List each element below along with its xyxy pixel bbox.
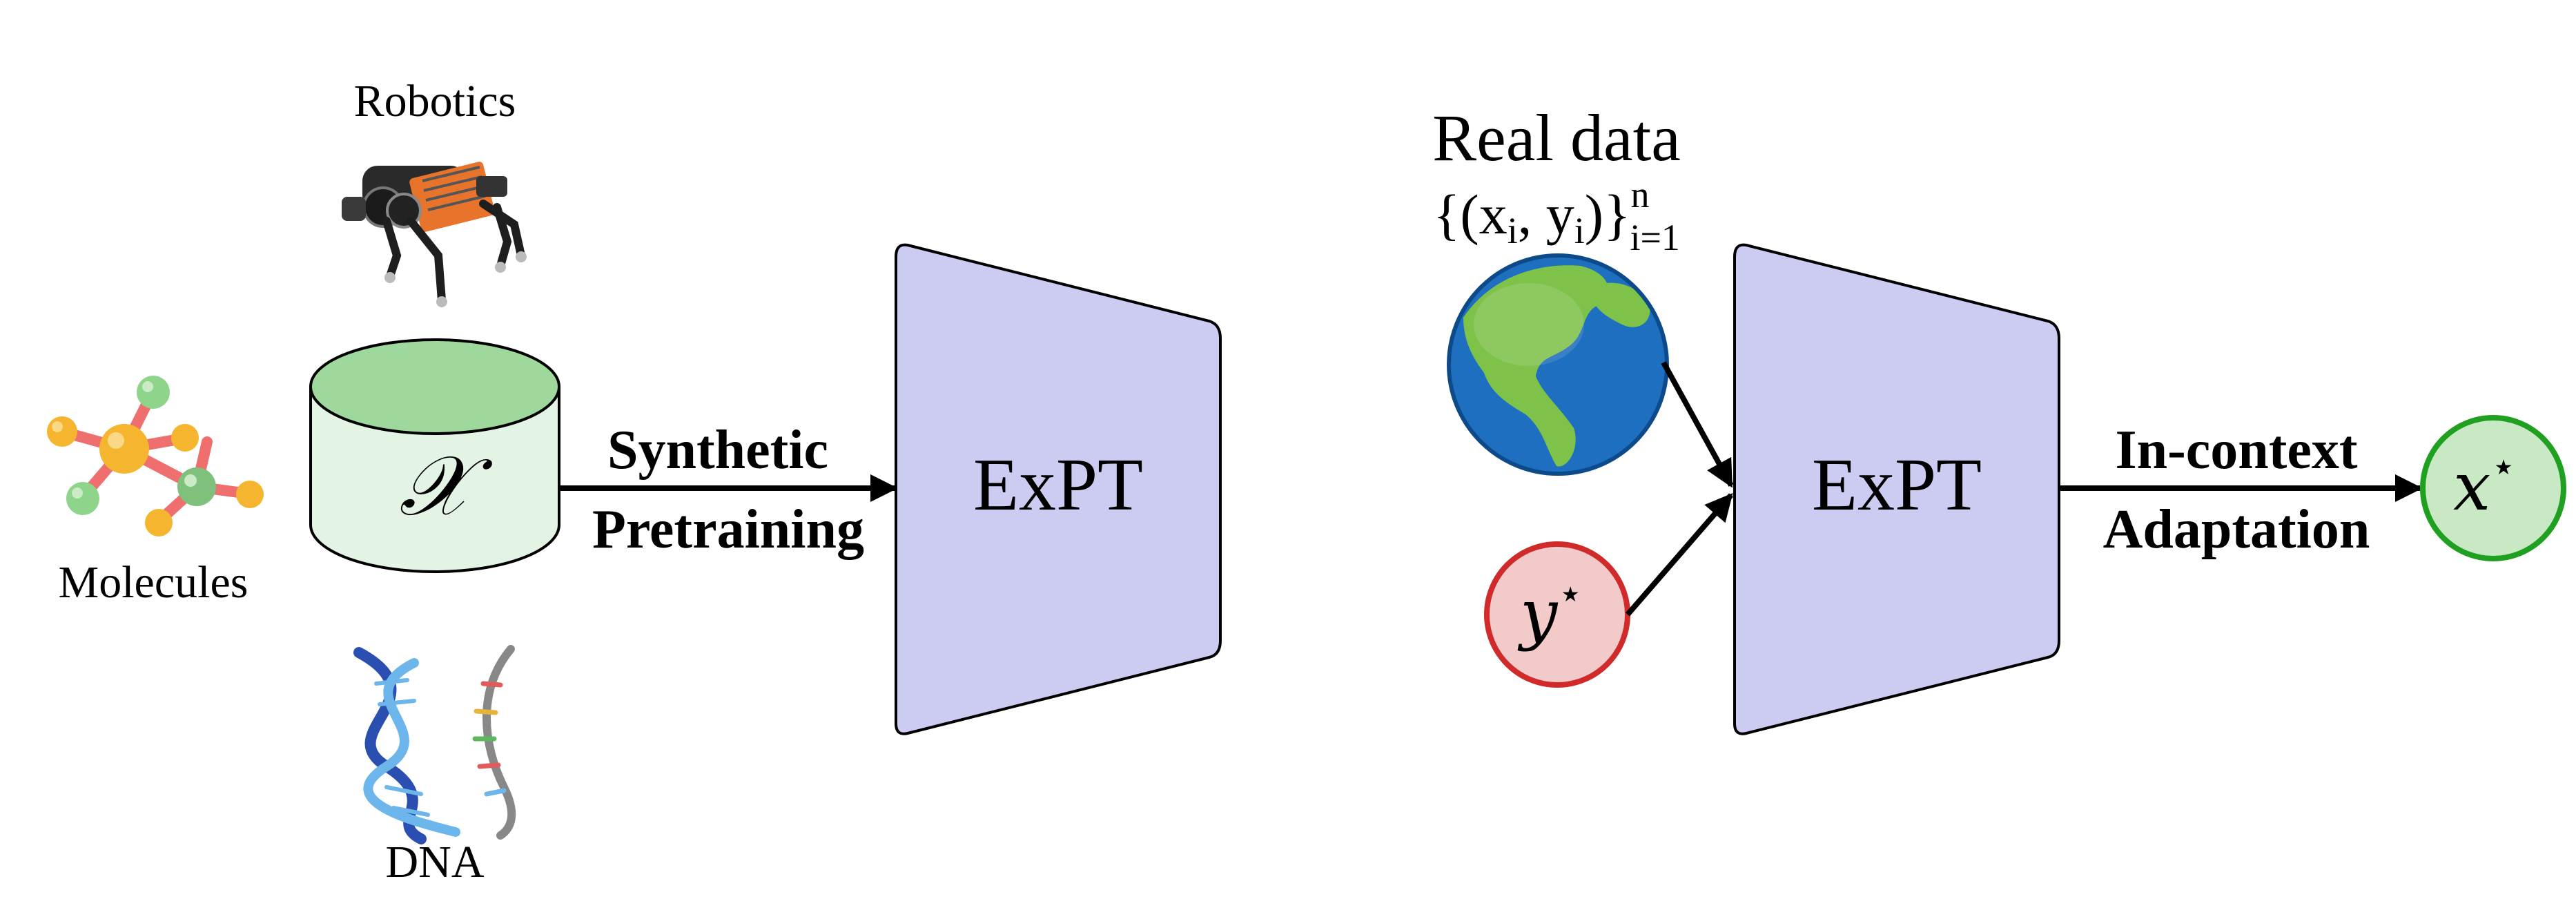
formula-sub-i: i [1507, 210, 1518, 251]
molecule-icon [47, 376, 264, 536]
robotics-label: Robotics [354, 76, 516, 126]
globe-to-expt-arrow [1661, 361, 1734, 488]
target-y: y [1517, 575, 1559, 652]
robot-dog-icon [342, 162, 527, 307]
target-value-symbol: y⋆ [1517, 570, 1583, 652]
output-design-symbol: x⋆ [2453, 443, 2517, 525]
molecules-label: Molecules [59, 557, 248, 608]
real-data-title: Real data [1432, 101, 1681, 175]
dna-helix-icon [353, 645, 516, 844]
output-x: x [2453, 448, 2490, 525]
output-design-node [2420, 415, 2566, 561]
pretraining-label: Pretraining [592, 499, 864, 560]
expt-model-pretraining [895, 243, 1222, 735]
formula-mid: , y [1518, 183, 1574, 246]
dataset-cylinder [309, 338, 560, 573]
in-context-label: In-context [2115, 420, 2357, 481]
formula-sub-range: i=1 [1630, 217, 1679, 258]
expt-label-left: ExPT [973, 444, 1143, 526]
globe-icon [1447, 253, 1669, 476]
synthetic-label: Synthetic [607, 420, 828, 481]
formula-close: )} [1585, 183, 1631, 246]
output-star: ⋆ [2490, 443, 2517, 491]
formula-sup-n: n [1630, 174, 1649, 215]
dna-label: DNA [386, 837, 485, 887]
formula-sub-i2: i [1574, 210, 1585, 251]
target-to-expt-arrow [1625, 492, 1734, 617]
expt-label-right: ExPT [1812, 444, 1982, 526]
formula-set-open: {(x [1433, 183, 1507, 246]
target-star: ⋆ [1557, 570, 1583, 618]
expt-model-adaptation [1733, 243, 2060, 735]
adaptation-label: Adaptation [2103, 499, 2370, 560]
